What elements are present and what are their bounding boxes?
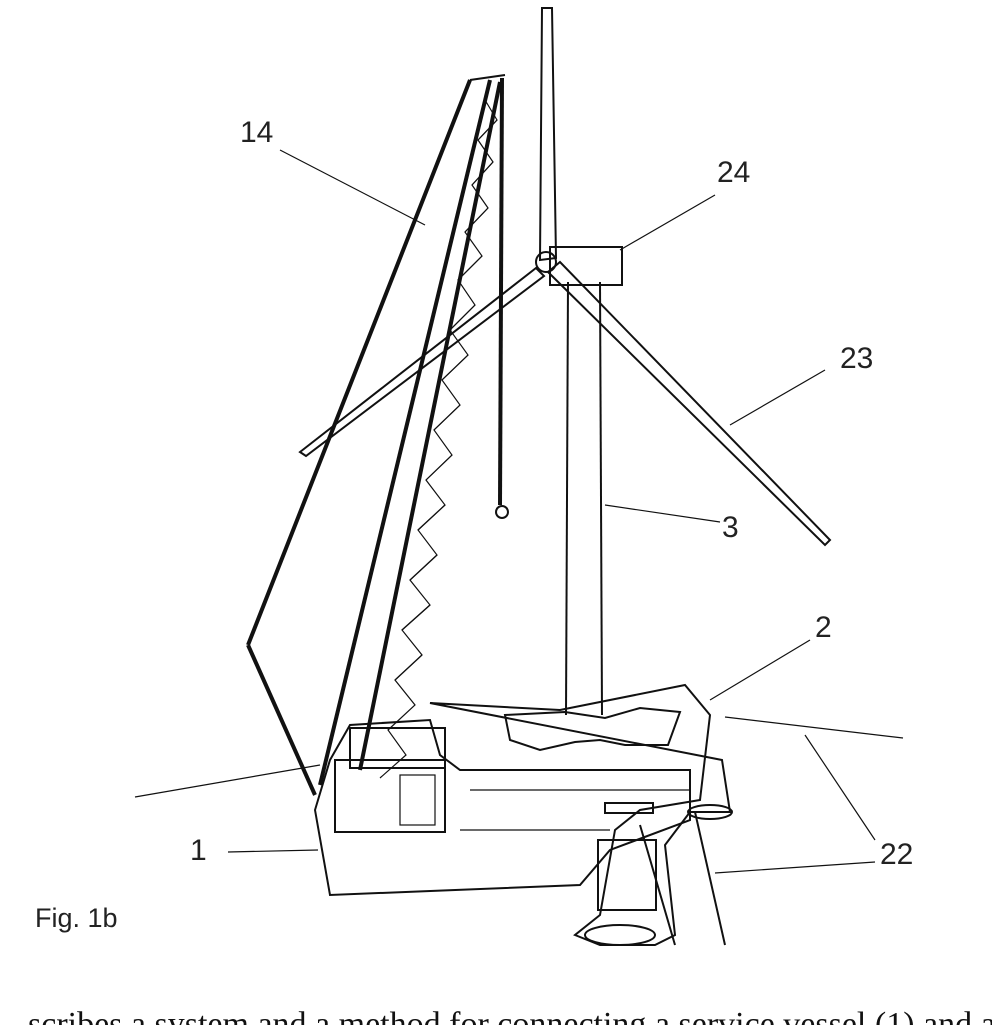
label-blade: 23 <box>840 342 873 375</box>
label-nacelle: 24 <box>717 156 750 189</box>
turbine-tower <box>566 282 602 715</box>
waterline <box>135 717 903 797</box>
label-tower: 3 <box>722 511 739 544</box>
service-vessel <box>315 720 690 895</box>
label-mooring: 22 <box>880 838 913 871</box>
mooring-lines <box>640 812 725 945</box>
figure-caption: Fig. 1b <box>35 903 118 933</box>
body-text-line: scribes a system and a method for connec… <box>0 1000 992 1025</box>
turbine-blades <box>300 8 830 545</box>
label-platform: 2 <box>815 611 832 644</box>
nacelle <box>536 247 622 285</box>
label-crane: 14 <box>240 116 273 149</box>
crane-boom <box>248 75 505 795</box>
floating-platform <box>430 685 732 945</box>
label-vessel: 1 <box>190 834 207 867</box>
